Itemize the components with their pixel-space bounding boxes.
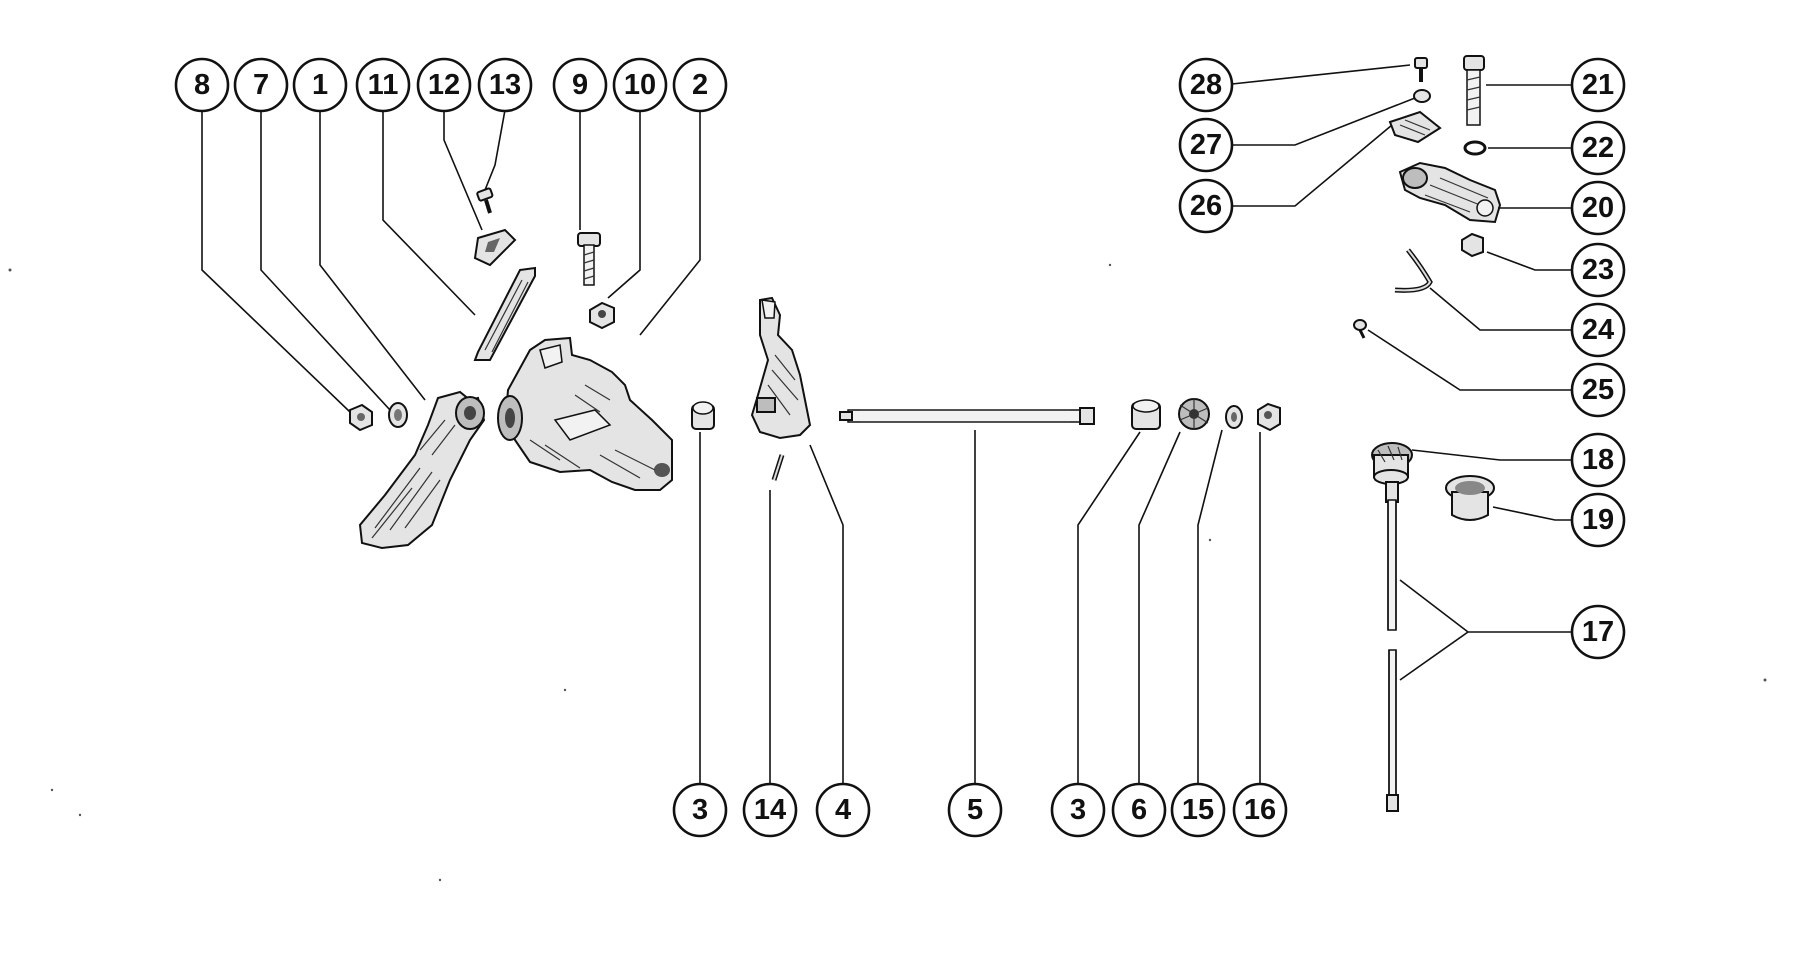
callout-2: 2: [672, 57, 728, 113]
callout-4-label: 4: [835, 794, 851, 826]
callout-23-label: 23: [1582, 254, 1614, 286]
part-8-nut: [349, 403, 373, 432]
callout-21-label: 21: [1582, 69, 1614, 101]
part-14-pin: [771, 454, 785, 481]
callout-24: 24: [1570, 302, 1626, 358]
callout-11-label: 11: [368, 69, 399, 101]
part-12-clamp: [473, 228, 517, 267]
part-2-bracket-housing: [497, 336, 673, 491]
part-5-shaft: [839, 407, 1095, 425]
leader-lines: [201, 64, 1572, 785]
callout-23: 23: [1570, 242, 1626, 298]
callout-22: 22: [1570, 120, 1626, 176]
part-11-link: [473, 266, 536, 361]
callout-5: 5: [947, 782, 1003, 838]
callout-22-label: 22: [1582, 132, 1614, 164]
callout-15: 15: [1170, 782, 1226, 838]
callout-13-label: 13: [489, 69, 521, 101]
callout-28: 28: [1178, 57, 1234, 113]
parts-layer: [349, 55, 1502, 812]
callout-7: 7: [233, 57, 289, 113]
part-3-bushing-right: [1131, 399, 1161, 430]
part-28-screw: [1414, 57, 1428, 82]
part-9-bolt: [577, 232, 601, 286]
part-13-screw: [476, 187, 494, 214]
part-1-lever-arm: [358, 390, 486, 550]
callout-6: 6: [1111, 782, 1167, 838]
callout-26-label: 26: [1190, 190, 1222, 222]
part-4-bracket: [750, 296, 812, 440]
callouts: 8 7 1 11 12 13 9 10: [174, 57, 1626, 838]
callout-7-label: 7: [253, 69, 269, 101]
part-20-lever: [1398, 161, 1502, 224]
callout-10: 10: [612, 57, 668, 113]
part-27-nut: [1413, 89, 1431, 103]
callout-9: 9: [552, 57, 608, 113]
callout-5-label: 5: [967, 794, 983, 826]
callout-19: 19: [1570, 492, 1626, 548]
callout-18-label: 18: [1582, 444, 1614, 476]
part-19-bushing: [1445, 475, 1495, 521]
callout-17-label: 17: [1582, 616, 1614, 648]
part-25-screw: [1353, 319, 1367, 339]
part-10-nut: [589, 301, 615, 330]
scan-specks: [8, 263, 1767, 882]
callout-10-label: 10: [624, 69, 656, 101]
callout-27: 27: [1178, 117, 1234, 173]
part-6-gear: [1178, 398, 1210, 430]
callout-13: 13: [477, 57, 533, 113]
callout-4: 4: [815, 782, 871, 838]
part-22-o-ring: [1463, 140, 1487, 156]
callout-15-label: 15: [1182, 794, 1214, 826]
callout-2-label: 2: [692, 69, 708, 101]
callout-20: 20: [1570, 180, 1626, 236]
callout-8-label: 8: [194, 69, 210, 101]
part-15-washer: [1225, 405, 1243, 429]
callout-12: 12: [416, 57, 472, 113]
callout-14: 14: [742, 782, 798, 838]
callout-3-left: 3: [672, 782, 728, 838]
callout-16: 16: [1232, 782, 1288, 838]
part-24-spring-clip: [1394, 248, 1433, 293]
callout-25-label: 25: [1582, 374, 1614, 406]
callout-16-label: 16: [1244, 794, 1276, 826]
callout-12-label: 12: [428, 69, 460, 101]
part-23-nut: [1461, 232, 1484, 258]
callout-25: 25: [1570, 362, 1626, 418]
callout-6-label: 6: [1131, 794, 1147, 826]
callout-17: 17: [1570, 604, 1626, 660]
callout-8: 8: [174, 57, 230, 113]
callout-3-right-label: 3: [1070, 794, 1086, 826]
part-7-washer: [388, 402, 408, 428]
part-18-gear-head: [1371, 442, 1413, 503]
part-3-bushing-left: [691, 401, 715, 430]
callout-21: 21: [1570, 57, 1626, 113]
callout-3-right: 3: [1050, 782, 1106, 838]
part-16-nut: [1257, 402, 1281, 432]
callout-1: 1: [292, 57, 348, 113]
callout-11: 11: [355, 57, 411, 113]
part-17-long-shaft: [1386, 499, 1399, 812]
callout-18: 18: [1570, 432, 1626, 488]
callout-3-left-label: 3: [692, 794, 708, 826]
part-21-bolt: [1463, 55, 1485, 126]
callout-20-label: 20: [1582, 192, 1614, 224]
callout-24-label: 24: [1582, 314, 1614, 346]
callout-19-label: 19: [1582, 504, 1614, 536]
callout-28-label: 28: [1190, 69, 1222, 101]
callout-9-label: 9: [572, 69, 588, 101]
callout-14-label: 14: [754, 794, 786, 826]
callout-27-label: 27: [1190, 129, 1222, 161]
callout-1-label: 1: [312, 69, 328, 101]
part-26-plate: [1388, 110, 1442, 144]
callout-26: 26: [1178, 178, 1234, 234]
